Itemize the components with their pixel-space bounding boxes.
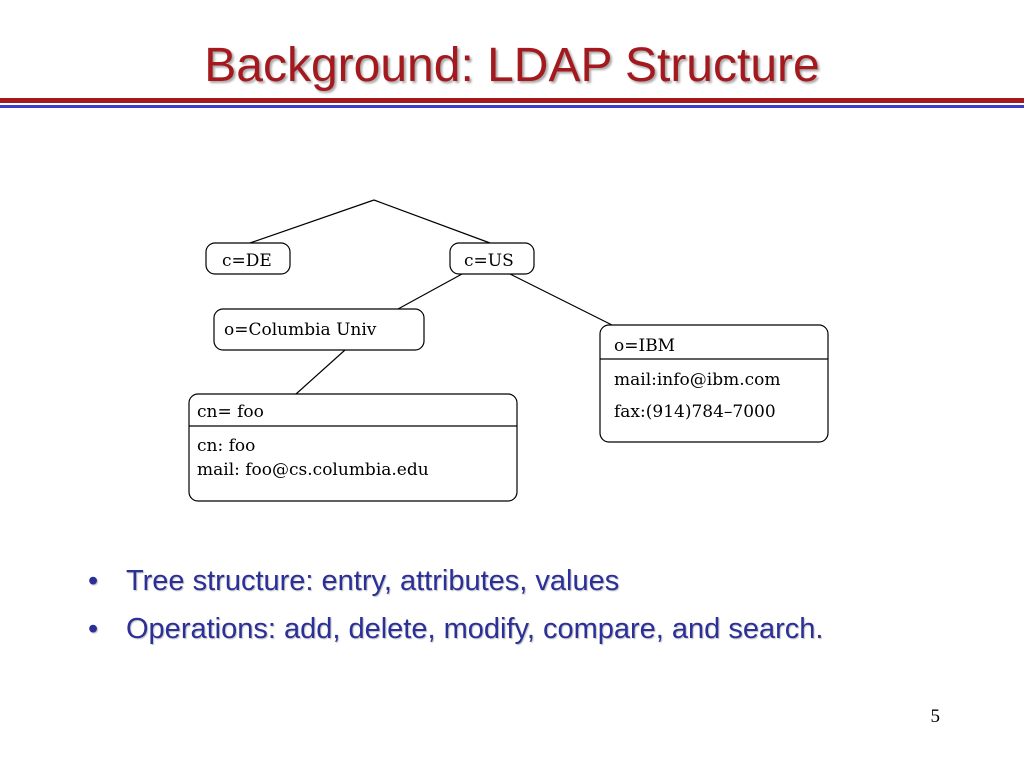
edge-columbia-foo: [295, 349, 346, 395]
bullet-item: • Operations: add, delete, modify, compa…: [88, 611, 888, 647]
slide-title: Background: LDAP Structure: [204, 39, 820, 92]
entry-cn-foo-attr-cn: cn: foo: [197, 436, 255, 456]
page-number: 5: [930, 706, 941, 727]
entry-o-ibm-attr-fax: fax:(914)784–7000: [614, 402, 776, 422]
node-c-de: c=DE: [205, 242, 291, 275]
bullet-text: Tree structure: entry, attributes, value…: [126, 565, 620, 597]
entry-cn-foo-header: cn= foo: [197, 402, 264, 422]
edge-us-ibm: [509, 273, 613, 326]
entry-cn-foo-attr-mail: mail: foo@cs.columbia.edu: [197, 460, 429, 480]
bullet-text: Operations: add, delete, modify, compare…: [126, 613, 824, 645]
entry-o-ibm-header: o=IBM: [614, 336, 675, 356]
bullet-marker: •: [88, 613, 99, 645]
node-c-us-label: c=US: [464, 251, 514, 271]
node-c-us: c=US: [449, 242, 535, 275]
node-c-de-label: c=DE: [222, 251, 272, 271]
title-rule-red: [0, 98, 1024, 103]
bullet-marker: •: [88, 565, 99, 597]
entry-cn-foo: cn= foo cn: foo mail: foo@cs.columbia.ed…: [188, 393, 518, 502]
edge-root-de: [249, 199, 375, 244]
entry-o-ibm-attr-mail: mail:info@ibm.com: [614, 370, 781, 390]
edge-us-columbia: [397, 273, 463, 310]
bullet-list: • Tree structure: entry, attributes, val…: [88, 563, 888, 659]
node-o-columbia-label: o=Columbia Univ: [224, 320, 377, 340]
edge-root-us: [373, 199, 491, 244]
bullet-item: • Tree structure: entry, attributes, val…: [88, 563, 888, 599]
node-o-columbia: o=Columbia Univ: [213, 308, 425, 351]
entry-o-ibm: o=IBM mail:info@ibm.com fax:(914)784–700…: [599, 324, 829, 443]
title-rule-blue: [0, 105, 1024, 108]
